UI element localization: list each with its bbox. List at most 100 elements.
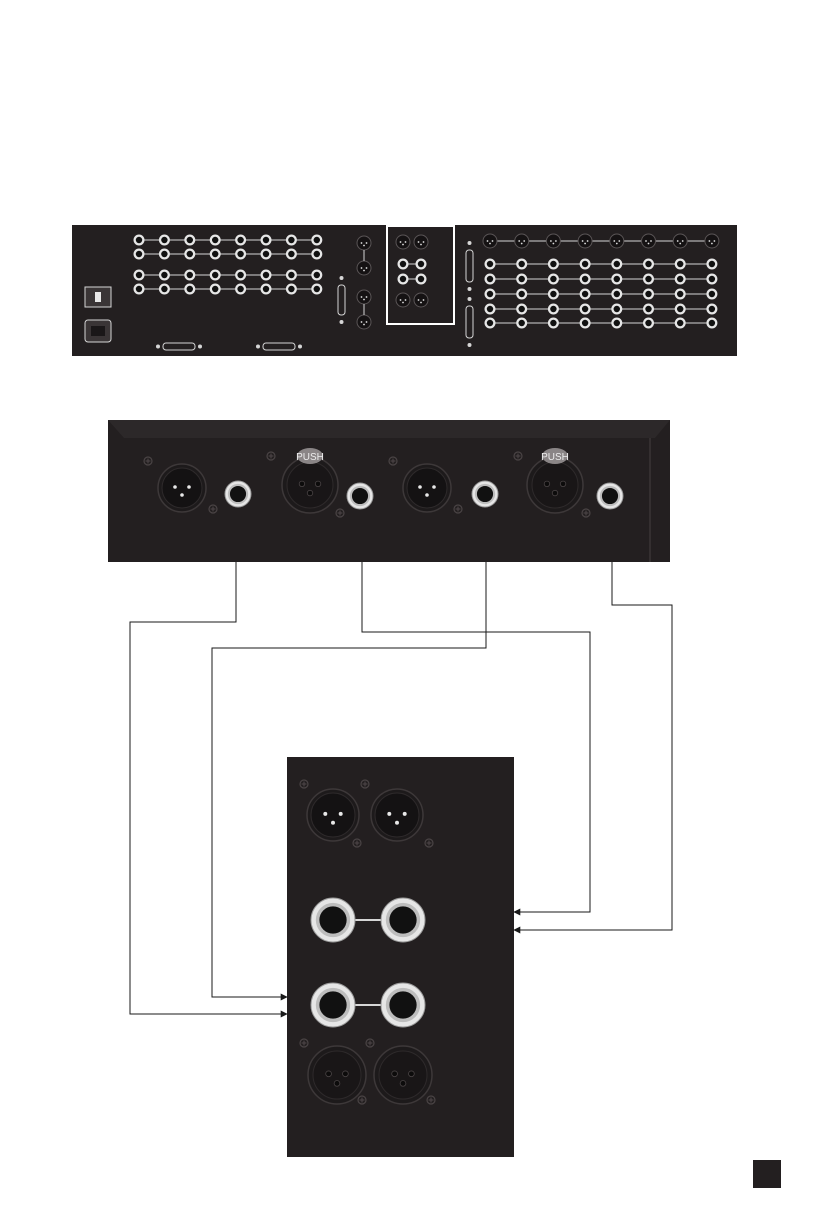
xlr-male-connector-icon — [307, 789, 359, 841]
trs-jack-icon — [643, 318, 654, 329]
trs-jack-icon — [675, 259, 686, 270]
rear-panel — [72, 225, 737, 356]
trs-jack-icon — [548, 259, 559, 270]
page-marker — [753, 1160, 781, 1188]
routing-line — [514, 562, 672, 930]
trs-jack-icon — [580, 304, 591, 315]
trs-jack-icon — [416, 259, 427, 270]
trs-jack-icon — [261, 284, 272, 295]
trs-jack-icon — [675, 304, 686, 315]
trs-jack-icon — [235, 270, 246, 281]
xlr-female-connector-icon — [308, 1046, 366, 1104]
trs-jack-icon — [381, 898, 425, 942]
trs-jack-icon — [210, 270, 221, 281]
trs-jack-icon — [347, 483, 373, 509]
trs-jack-icon — [311, 249, 322, 260]
trs-jack-icon — [235, 235, 246, 246]
routing-line — [130, 562, 287, 1014]
trs-jack-icon — [184, 249, 195, 260]
xlr-connector-icon — [673, 234, 687, 248]
trs-jack-icon — [134, 235, 145, 246]
xlr-connector-icon — [357, 236, 371, 250]
trs-jack-icon — [516, 259, 527, 270]
push-tab-label: PUSH — [296, 452, 324, 463]
trs-jack-icon — [548, 318, 559, 329]
trs-jack-icon — [286, 270, 297, 281]
xlr-connector-icon — [483, 234, 497, 248]
xlr-connector-icon — [396, 235, 410, 249]
trs-jack-icon — [286, 249, 297, 260]
trs-jack-icon — [580, 318, 591, 329]
trs-jack-icon — [516, 318, 527, 329]
trs-jack-icon — [643, 274, 654, 285]
trs-jack-icon — [611, 318, 622, 329]
trs-jack-icon — [134, 249, 145, 260]
detail-panel: PUSH PUSH — [108, 420, 670, 562]
trs-jack-icon — [706, 318, 717, 329]
trs-jack-icon — [134, 284, 145, 295]
xlr-connector-icon — [357, 315, 371, 329]
trs-jack-icon — [235, 284, 246, 295]
trs-jack-icon — [472, 481, 498, 507]
trs-jack-icon — [159, 235, 170, 246]
trs-jack-icon — [134, 270, 145, 281]
xlr-connector-icon — [357, 290, 371, 304]
trs-jack-icon — [311, 235, 322, 246]
xlr-male-connector-icon — [403, 464, 451, 512]
trs-jack-icon — [706, 289, 717, 300]
push-tab-label: PUSH — [541, 452, 569, 463]
trs-jack-icon — [611, 289, 622, 300]
trs-jack-icon — [611, 304, 622, 315]
xlr-male-connector-icon — [158, 464, 206, 512]
trs-jack-icon — [485, 304, 496, 315]
xlr-connector-icon — [642, 234, 656, 248]
trs-jack-icon — [643, 259, 654, 270]
xlr-connector-icon — [396, 293, 410, 307]
xlr-connector-icon — [578, 234, 592, 248]
trs-jack-icon — [225, 481, 251, 507]
trs-jack-icon — [159, 270, 170, 281]
trs-jack-icon — [261, 270, 272, 281]
xlr-connector-icon — [610, 234, 624, 248]
trs-jack-icon — [416, 274, 427, 285]
trs-jack-icon — [597, 483, 623, 509]
xlr-connector-icon — [705, 234, 719, 248]
trs-jack-icon — [485, 318, 496, 329]
trs-jack-icon — [210, 235, 221, 246]
trs-jack-icon — [548, 289, 559, 300]
xlr-connector-icon — [414, 235, 428, 249]
trs-jack-icon — [184, 235, 195, 246]
trs-jack-icon — [381, 983, 425, 1027]
trs-jack-icon — [159, 284, 170, 295]
trs-jack-icon — [485, 259, 496, 270]
xlr-connector-icon — [414, 293, 428, 307]
trs-jack-icon — [398, 259, 409, 270]
trs-jack-icon — [485, 289, 496, 300]
trs-jack-icon — [210, 284, 221, 295]
xlr-connector-icon — [546, 234, 560, 248]
trs-jack-icon — [311, 270, 322, 281]
xlr-connector-icon — [515, 234, 529, 248]
trs-jack-icon — [516, 274, 527, 285]
trs-jack-icon — [311, 284, 322, 295]
trs-jack-icon — [516, 289, 527, 300]
trs-jack-icon — [643, 289, 654, 300]
xlr-male-connector-icon — [371, 789, 423, 841]
trs-jack-icon — [516, 304, 527, 315]
trs-jack-icon — [159, 249, 170, 260]
trs-jack-icon — [706, 274, 717, 285]
trs-jack-icon — [311, 898, 355, 942]
trs-jack-icon — [675, 274, 686, 285]
trs-jack-icon — [548, 304, 559, 315]
trs-jack-icon — [675, 289, 686, 300]
trs-jack-icon — [184, 284, 195, 295]
trs-jack-icon — [611, 274, 622, 285]
trs-jack-icon — [580, 259, 591, 270]
trs-jack-icon — [184, 270, 195, 281]
trs-jack-icon — [611, 259, 622, 270]
xlr-connector-icon — [357, 261, 371, 275]
trs-jack-icon — [706, 304, 717, 315]
trs-jack-icon — [286, 235, 297, 246]
trs-jack-icon — [311, 983, 355, 1027]
